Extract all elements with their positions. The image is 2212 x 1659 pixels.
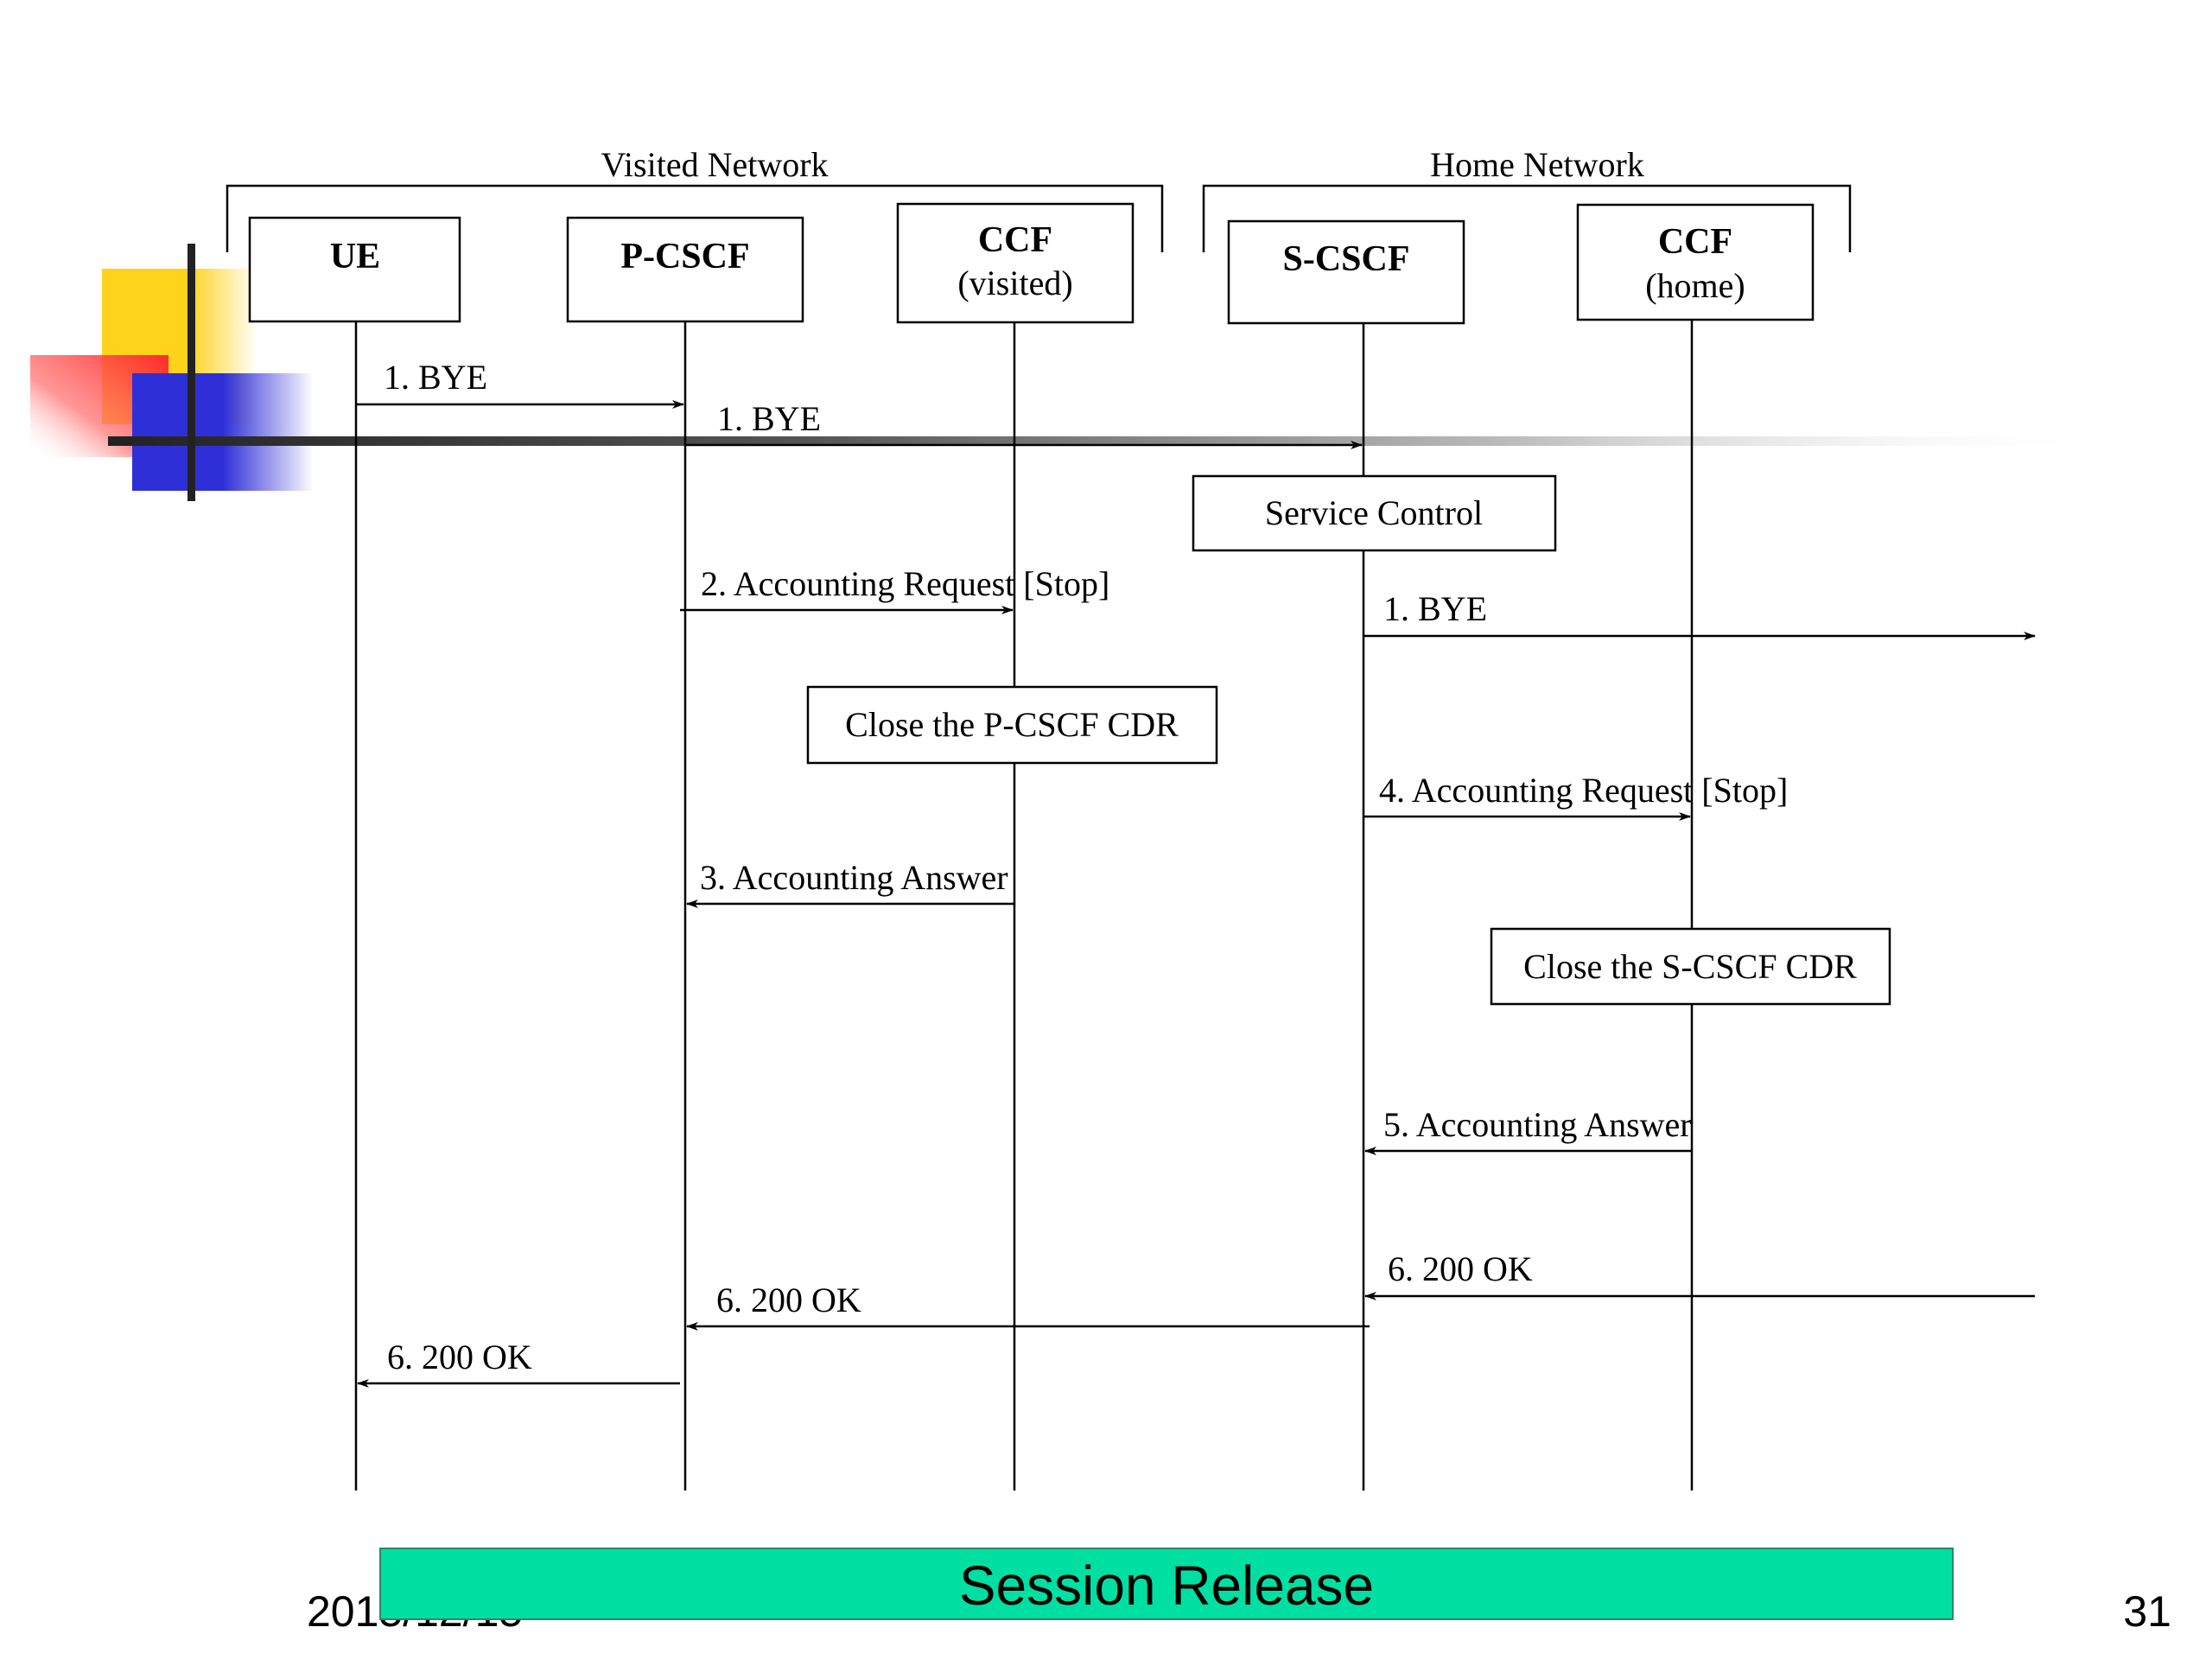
- entity-ccf-home-sublabel: (home): [1645, 266, 1745, 305]
- process-service-control-label: Service Control: [1265, 493, 1483, 532]
- msg-label-5-aca: 5. Accounting Answer: [1383, 1105, 1692, 1144]
- process-close-p-cscf-cdr: Close the P-CSCF CDR: [806, 685, 1218, 765]
- msg-label-1-bye-c: 1. BYE: [1383, 589, 1487, 628]
- messages: [356, 400, 2036, 1388]
- entity-ccf-home: CCF (home): [1576, 203, 1815, 321]
- entity-ccf-home-label: CCF: [1658, 222, 1732, 262]
- entity-ue: UE: [248, 216, 461, 323]
- process-close-s-cscf-cdr-label: Close the S-CSCF CDR: [1523, 947, 1857, 986]
- deco-horizontal-bar: [108, 436, 2108, 446]
- entity-ccf-visited-label: CCF: [978, 220, 1052, 260]
- entity-ccf-visited: CCF (visited): [896, 202, 1135, 324]
- msg-label-1-bye-b: 1. BYE: [717, 399, 821, 438]
- slide-title: Session Release: [959, 1554, 1374, 1617]
- entity-s-cscf-label: S-CSCF: [1282, 239, 1409, 279]
- msg-label-6-ok-b: 6. 200 OK: [716, 1281, 861, 1319]
- process-close-p-cscf-cdr-label: Close the P-CSCF CDR: [845, 705, 1179, 744]
- visited-network-bracket: [226, 184, 1164, 252]
- entity-ue-label: UE: [330, 237, 380, 276]
- entity-s-cscf: S-CSCF: [1227, 219, 1465, 325]
- msg-label-6-ok-a: 6. 200 OK: [1388, 1249, 1533, 1288]
- entity-p-cscf-label: P-CSCF: [620, 237, 749, 276]
- msg-label-2-acr: 2. Accounting Request [Stop]: [701, 564, 1109, 603]
- msg-label-1-bye-a: 1. BYE: [384, 358, 487, 397]
- process-service-control: Service Control: [1192, 474, 1557, 552]
- msg-label-3-aca: 3. Accounting Answer: [700, 858, 1008, 897]
- network-brackets: [226, 184, 1852, 252]
- deco-blue-square: [132, 373, 314, 491]
- entity-ccf-visited-sublabel: (visited): [957, 264, 1072, 302]
- title-bar: [379, 1548, 1954, 1620]
- home-network-label: Home Network: [1430, 145, 1644, 184]
- slide-decoration: [30, 244, 2108, 501]
- deco-vertical-bar: [188, 244, 195, 501]
- msg-label-6-ok-c: 6. 200 OK: [387, 1338, 532, 1376]
- visited-network-label: Visited Network: [601, 145, 828, 184]
- entity-p-cscf: P-CSCF: [566, 216, 804, 323]
- msg-label-4-acr: 4. Accounting Request [Stop]: [1379, 771, 1788, 810]
- home-network-bracket: [1202, 184, 1852, 252]
- page-number: 31: [2123, 1587, 2171, 1636]
- process-close-s-cscf-cdr: Close the S-CSCF CDR: [1490, 927, 1891, 1006]
